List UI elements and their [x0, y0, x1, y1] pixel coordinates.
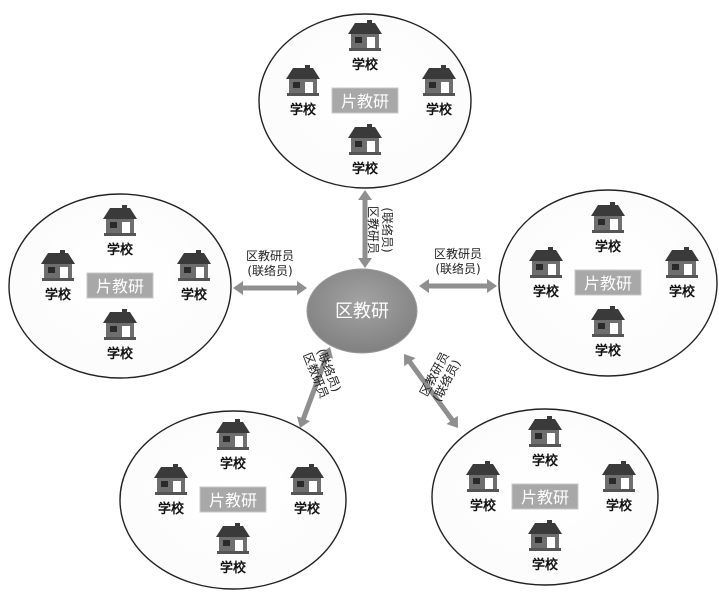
house-icon — [348, 20, 382, 51]
house-icon — [466, 461, 500, 492]
school-node: 学校 — [591, 306, 625, 359]
link-label-title: 区教研员 — [434, 246, 482, 261]
district-research-label: 区教研 — [335, 301, 389, 322]
arrow-bottom-right — [404, 354, 458, 428]
school-node: 学校 — [466, 461, 500, 514]
school-node: 学校 — [177, 250, 211, 303]
arrow-left — [233, 281, 307, 295]
link-label-role: (联络员) — [380, 207, 395, 252]
school-node: 学校 — [286, 65, 320, 118]
school-label: 学校 — [290, 102, 317, 118]
school-node: 学校 — [41, 250, 75, 303]
school-label: 学校 — [532, 557, 559, 573]
school-label: 学校 — [606, 498, 633, 514]
cluster-right: 片教研学校学校学校学校 — [498, 189, 718, 377]
center-layer: 区教研 — [306, 268, 418, 354]
house-icon — [41, 250, 75, 281]
cluster-bottom-left: 片教研学校学校学校学校 — [119, 410, 347, 590]
link-label-left: 区教研员(联络员) — [246, 248, 294, 278]
school-node: 学校 — [348, 124, 382, 177]
arrow-bottom-left — [296, 347, 334, 428]
school-node: 学校 — [665, 247, 699, 300]
cluster-left: 片教研学校学校学校学校 — [8, 193, 232, 379]
arrow-top — [358, 190, 372, 268]
school-label: 学校 — [595, 239, 622, 255]
house-icon — [529, 247, 563, 278]
school-node: 学校 — [154, 464, 188, 517]
house-icon — [103, 309, 137, 340]
school-label: 学校 — [352, 57, 379, 73]
link-label-right: 区教研员(联络员) — [434, 246, 482, 276]
house-icon — [154, 464, 188, 495]
school-node: 学校 — [216, 419, 250, 472]
house-icon — [286, 65, 320, 96]
school-label: 学校 — [45, 287, 72, 303]
school-label: 学校 — [107, 346, 134, 362]
sub-research-label: 片教研 — [584, 274, 632, 293]
house-icon — [177, 250, 211, 281]
clusters-layer: 片教研学校学校学校学校片教研学校学校学校学校片教研学校学校学校学校片教研学校学校… — [8, 13, 718, 590]
district-research-node: 区教研 — [306, 268, 418, 354]
school-label: 学校 — [470, 498, 497, 514]
link-label-title: 区教研员 — [366, 206, 381, 254]
school-label: 学校 — [220, 560, 247, 576]
house-icon — [348, 124, 382, 155]
sub-research-box: 片教研 — [574, 269, 642, 296]
arrows-layer — [233, 190, 497, 428]
school-label: 学校 — [220, 456, 247, 472]
house-icon — [216, 523, 250, 554]
link-label-role: (联络员) — [435, 261, 480, 276]
school-node: 学校 — [528, 416, 562, 469]
sub-research-box: 片教研 — [199, 486, 267, 513]
sub-research-label: 片教研 — [96, 277, 144, 296]
sub-research-box: 片教研 — [511, 483, 579, 510]
house-icon — [290, 464, 324, 495]
house-icon — [422, 65, 456, 96]
house-icon — [602, 461, 636, 492]
house-icon — [591, 202, 625, 233]
house-icon — [216, 419, 250, 450]
sub-research-label: 片教研 — [209, 491, 257, 510]
school-node: 学校 — [216, 523, 250, 576]
school-node: 学校 — [529, 247, 563, 300]
house-icon — [591, 306, 625, 337]
house-icon — [528, 416, 562, 447]
arrow-right — [419, 279, 497, 293]
school-node: 学校 — [103, 309, 137, 362]
school-label: 学校 — [669, 284, 696, 300]
sub-research-label: 片教研 — [521, 488, 569, 507]
school-node: 学校 — [528, 520, 562, 573]
house-icon — [528, 520, 562, 551]
sub-research-box: 片教研 — [86, 272, 154, 299]
school-node: 学校 — [602, 461, 636, 514]
house-icon — [665, 247, 699, 278]
school-label: 学校 — [533, 284, 560, 300]
school-label: 学校 — [595, 343, 622, 359]
cluster-top: 片教研学校学校学校学校 — [258, 13, 472, 189]
school-label: 学校 — [294, 501, 321, 517]
school-label: 学校 — [352, 161, 379, 177]
sub-research-box: 片教研 — [331, 87, 399, 114]
school-node: 学校 — [422, 65, 456, 118]
school-label: 学校 — [107, 242, 134, 258]
link-label-role: (联络员) — [247, 263, 292, 278]
link-label-top: 区教研员(联络员) — [366, 206, 395, 254]
link-label-bottom-left: 区教研员(联络员) — [300, 346, 344, 400]
school-label: 学校 — [426, 102, 453, 118]
cluster-bottom-right: 片教研学校学校学校学校 — [431, 408, 659, 586]
school-node: 学校 — [103, 205, 137, 258]
house-icon — [103, 205, 137, 236]
school-label: 学校 — [158, 501, 185, 517]
school-node: 学校 — [591, 202, 625, 255]
sub-research-label: 片教研 — [341, 92, 389, 111]
school-node: 学校 — [290, 464, 324, 517]
school-label: 学校 — [181, 287, 208, 303]
school-label: 学校 — [532, 453, 559, 469]
link-label-title: 区教研员 — [246, 248, 294, 263]
school-node: 学校 — [348, 20, 382, 73]
